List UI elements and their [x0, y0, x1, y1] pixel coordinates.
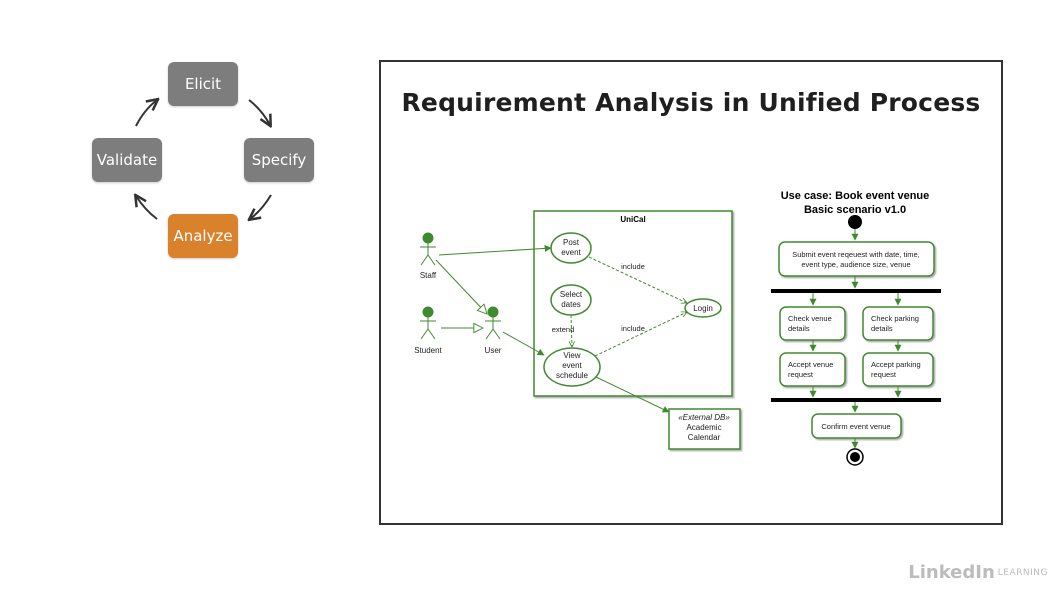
activity-confirm [811, 413, 902, 439]
cycle-arrows [0, 0, 360, 300]
activity-submit-line2: event type, audience size, venue [801, 260, 910, 269]
use-case-view-schedule [543, 347, 601, 387]
use-case-select-dates-line2: dates [561, 300, 581, 309]
cycle-arrow-validate-elicit [135, 100, 157, 127]
use-case-view-schedule-line1: View [563, 351, 580, 360]
actor-user [485, 306, 501, 340]
activity-check-parking-line1: Check parking [871, 314, 919, 323]
cycle-step-analyze: Analyze [168, 214, 238, 258]
assoc-staff-post [438, 244, 552, 256]
external-db-stereotype: «External DB» [678, 413, 730, 422]
use-case-post-event-line1: Post [563, 238, 580, 247]
fork-bar [771, 289, 941, 293]
include-view-login [594, 312, 687, 357]
initial-node [848, 215, 862, 229]
activity-accept-parking-line2: request [871, 370, 897, 379]
activity-accept-parking-line1: Accept parking [871, 360, 921, 369]
watermark-brand: LinkedIn [908, 562, 995, 583]
external-db-line1: Academic [686, 423, 721, 432]
cycle-arrow-analyze-validate [136, 196, 158, 220]
join-bar [771, 398, 941, 402]
activity-submit-line1: Submit event reqeuest with date, time, [792, 250, 920, 259]
activity-title-line2: Basic scenario v1.0 [804, 204, 906, 216]
external-db-line2: Calendar [688, 433, 721, 442]
slide-panel: Requirement Analysis in Unified Process … [379, 60, 1003, 525]
activity-accept-venue-line1: Accept venue [788, 360, 833, 369]
final-node-dot [850, 452, 860, 462]
use-case-login [684, 298, 722, 318]
activity-submit [778, 241, 935, 277]
generalization-staff-user [435, 259, 487, 314]
watermark-sub: LEARNING [997, 567, 1048, 578]
activity-check-venue-line2: details [788, 324, 810, 333]
label-extend: extend [552, 325, 575, 334]
use-case-post-event-line2: event [561, 248, 581, 257]
actor-staff-label: Staff [420, 271, 437, 280]
activity-check-parking-line2: details [871, 324, 893, 333]
assoc-view-external [595, 376, 670, 413]
activity-title-line1: Use case: Book event venue [781, 190, 930, 202]
linkedin-learning-watermark: LinkedIn LEARNING [908, 562, 1048, 583]
slide-title: Requirement Analysis in Unified Process [401, 88, 981, 117]
use-case-view-schedule-line2: event [562, 361, 582, 370]
external-db-box [668, 408, 741, 450]
use-case-login-label: Login [693, 304, 713, 313]
activity-check-venue-line1: Check venue [788, 314, 832, 323]
cycle-step-specify: Specify [244, 138, 314, 182]
actor-staff [420, 232, 436, 266]
actor-user-label: User [485, 346, 502, 355]
activity-confirm-label: Confirm event venue [821, 422, 890, 431]
use-case-select-dates-line1: Select [560, 290, 583, 299]
cycle-arrow-elicit-specify [248, 99, 270, 125]
activity-accept-venue-line2: request [788, 370, 814, 379]
system-name: UniCal [620, 215, 645, 224]
cycle-step-elicit: Elicit [168, 62, 238, 106]
actor-student-label: Student [414, 346, 442, 355]
activity-diagram: Use case: Book event venue Basic scenari… [771, 190, 941, 466]
label-include-1: include [621, 262, 645, 271]
use-case-diagram: UniCal Staff Student [414, 210, 741, 450]
use-case-view-schedule-line3: schedule [556, 371, 589, 380]
extend-select-view [571, 314, 572, 347]
actor-student [420, 306, 436, 340]
assoc-user-view [502, 331, 545, 356]
uml-diagrams: UniCal Staff Student [414, 190, 941, 466]
include-post-login [588, 256, 687, 303]
label-include-2: include [621, 324, 645, 333]
cycle-arrow-specify-analyze [250, 194, 272, 219]
cycle-step-validate: Validate [92, 138, 162, 182]
